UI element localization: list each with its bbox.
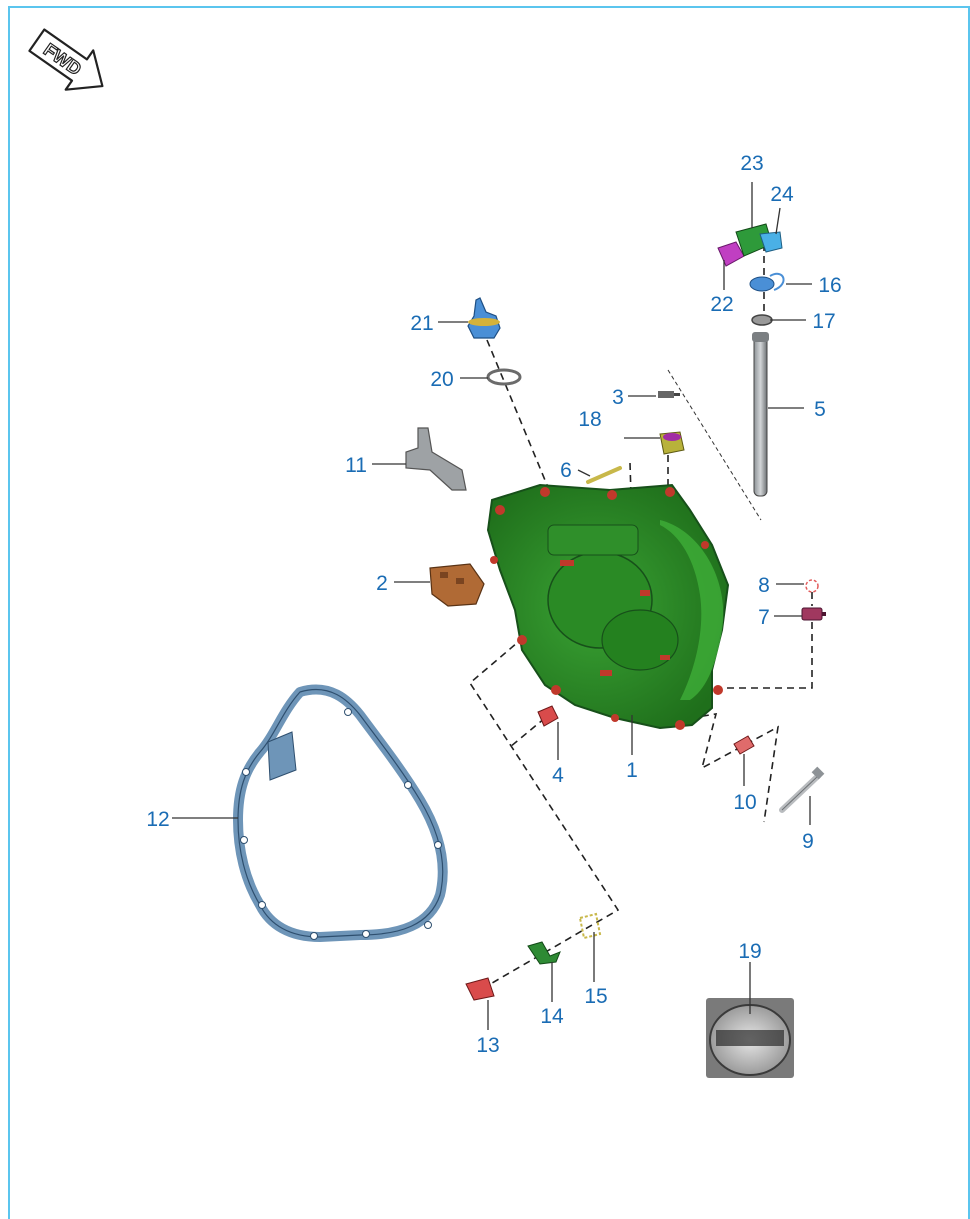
leader-lines xyxy=(172,182,812,1030)
callout-8: 8 xyxy=(758,574,770,597)
part-9-bolt xyxy=(779,766,825,813)
callout-10: 10 xyxy=(733,791,756,814)
part-3-screw xyxy=(658,391,680,398)
callout-1: 1 xyxy=(626,759,638,782)
part-15-spring xyxy=(578,912,602,940)
callout-22: 22 xyxy=(710,293,733,316)
part-7-plug xyxy=(801,607,826,621)
callout-21: 21 xyxy=(410,312,433,335)
callout-3: 3 xyxy=(612,386,624,409)
callout-labels: 1 2 3 4 5 6 7 8 9 10 11 12 13 14 15 16 1… xyxy=(146,152,841,1057)
page-border xyxy=(8,6,970,1219)
callout-16: 16 xyxy=(818,274,841,297)
callout-20: 20 xyxy=(430,368,453,391)
callout-5: 5 xyxy=(814,398,826,421)
part-24-cap xyxy=(759,231,783,253)
part-5-long-bolt xyxy=(752,332,769,497)
part-16-clip xyxy=(749,272,785,292)
part-6-pin xyxy=(586,466,622,484)
callout-4: 4 xyxy=(552,764,564,787)
part-12-gasket xyxy=(233,684,448,942)
part-17-washer xyxy=(751,314,773,326)
callout-15: 15 xyxy=(584,985,607,1008)
callout-24: 24 xyxy=(770,183,794,206)
part-10-plug xyxy=(733,735,755,755)
part-18-nut xyxy=(659,431,685,455)
callout-2: 2 xyxy=(376,572,388,595)
fwd-arrow-icon: FWD xyxy=(28,28,104,91)
callout-23: 23 xyxy=(740,152,763,175)
callout-14: 14 xyxy=(540,1005,564,1028)
part-21-filler-cap xyxy=(467,297,501,339)
callout-18: 18 xyxy=(578,408,601,431)
part-14-clip xyxy=(527,941,561,965)
callout-9: 9 xyxy=(802,830,814,853)
part-2-block xyxy=(429,563,485,607)
part-13-drain-plug xyxy=(465,977,495,1001)
part-4-fitting xyxy=(537,705,559,727)
callout-7: 7 xyxy=(758,606,770,629)
callout-13: 13 xyxy=(476,1034,499,1057)
callout-19: 19 xyxy=(738,940,761,963)
callout-11: 11 xyxy=(345,454,367,477)
part-11-bracket xyxy=(405,427,467,491)
part-1-crankcase-cover xyxy=(486,483,730,730)
callout-12: 12 xyxy=(146,808,169,831)
part-20-o-ring xyxy=(486,368,522,386)
part-8-o-ring xyxy=(805,579,819,593)
callout-17: 17 xyxy=(812,310,835,333)
callout-6: 6 xyxy=(560,459,572,482)
